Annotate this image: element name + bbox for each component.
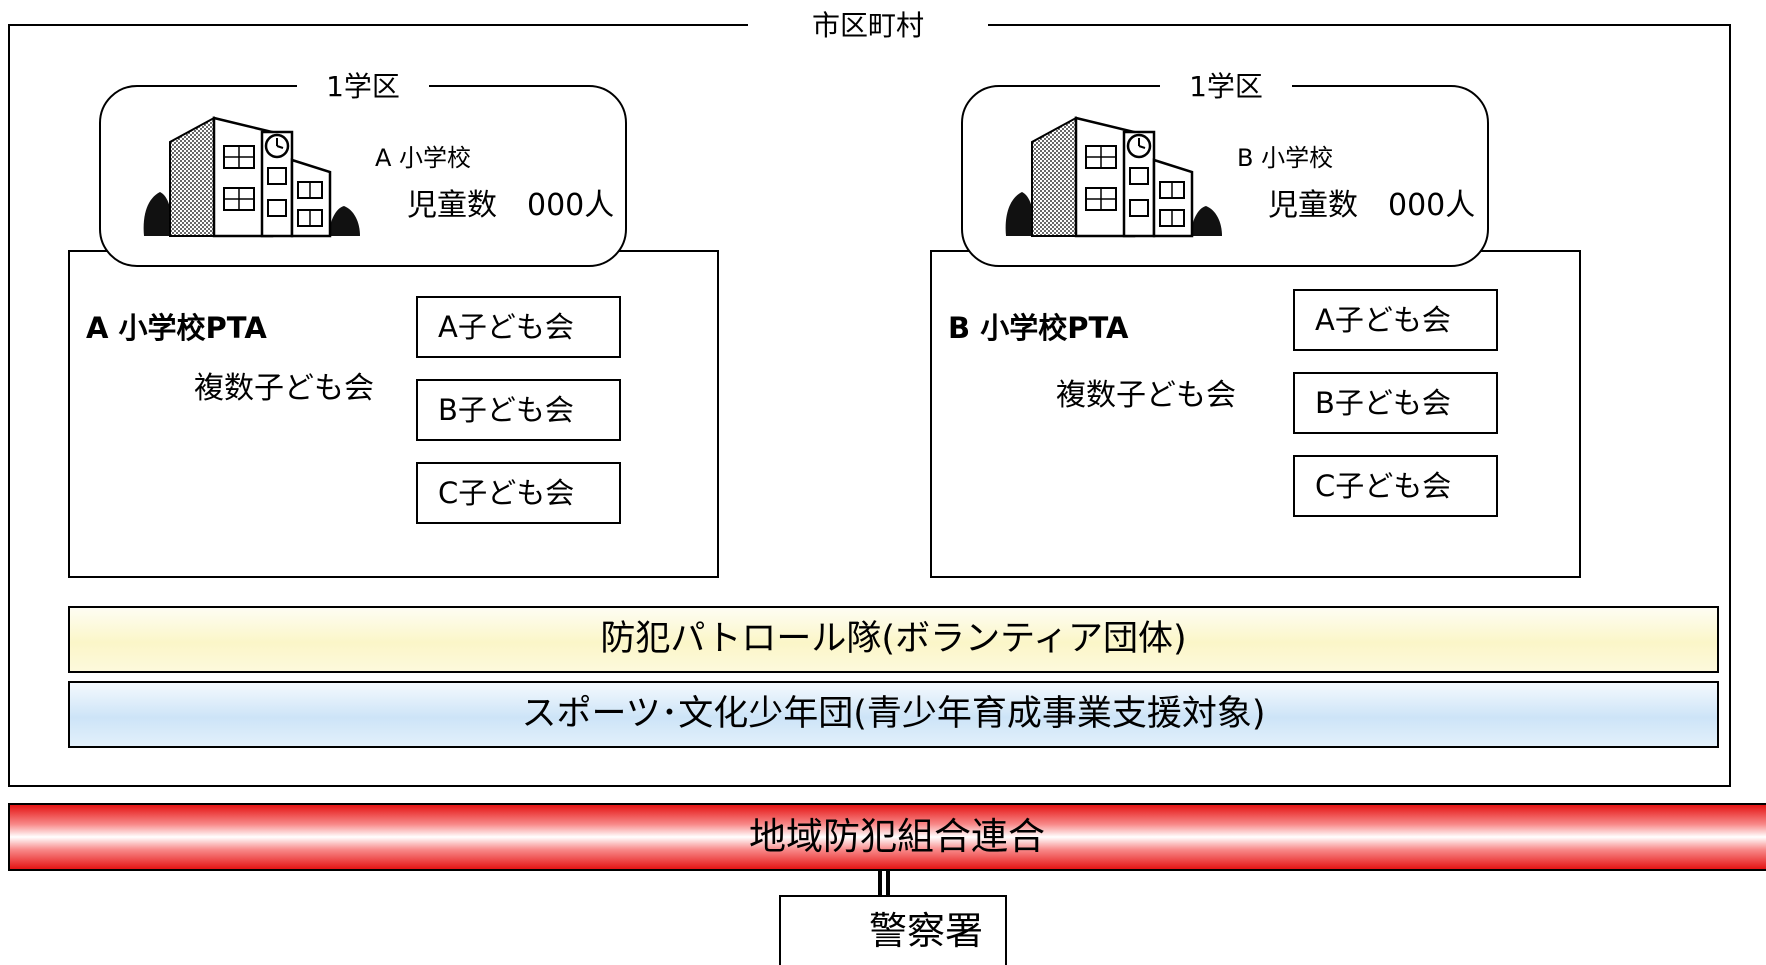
district-label-b: 1学区 bbox=[1160, 70, 1292, 104]
police-station-box: 警察署 bbox=[779, 895, 1007, 965]
crime-prevention-federation-band: 地域防犯組合連合 bbox=[8, 803, 1766, 871]
school-building-icon bbox=[1005, 116, 1222, 238]
kodomo-kai-b-2: B子ども会 bbox=[1293, 372, 1498, 434]
kodomo-kai-a-1: A子ども会 bbox=[416, 296, 621, 358]
district-label-a: 1学区 bbox=[297, 70, 429, 104]
school-building-icon bbox=[143, 116, 360, 238]
kodomo-kai-b-3: C子ども会 bbox=[1293, 455, 1498, 517]
youth-group-bar: スポーツ･文化少年団(青少年育成事業支援対象) bbox=[68, 681, 1719, 748]
school-name-a: A 小学校 bbox=[375, 144, 472, 172]
school-name-b: B 小学校 bbox=[1237, 144, 1334, 172]
pupil-count-a: 児童数 000人 bbox=[407, 188, 615, 223]
pta-box-a bbox=[68, 250, 719, 578]
pupil-count-b: 児童数 000人 bbox=[1268, 188, 1476, 223]
patrol-team-bar: 防犯パトロール隊(ボランティア団体) bbox=[68, 606, 1719, 673]
kodomo-kai-a-3: C子ども会 bbox=[416, 462, 621, 524]
pta-name-a: A 小学校PTA bbox=[86, 311, 267, 345]
pta-name-b: B 小学校PTA bbox=[948, 311, 1129, 345]
kodomo-kai-a-2: B子ども会 bbox=[416, 379, 621, 441]
kodomo-kai-b-1: A子ども会 bbox=[1293, 289, 1498, 351]
federation-label: 地域防犯組合連合 bbox=[749, 815, 1045, 858]
municipality-title: 市区町村 bbox=[748, 8, 988, 44]
pta-sub-label-a: 複数子ども会 bbox=[194, 371, 374, 406]
pta-sub-label-b: 複数子ども会 bbox=[1056, 378, 1236, 413]
connector-line bbox=[878, 871, 890, 897]
